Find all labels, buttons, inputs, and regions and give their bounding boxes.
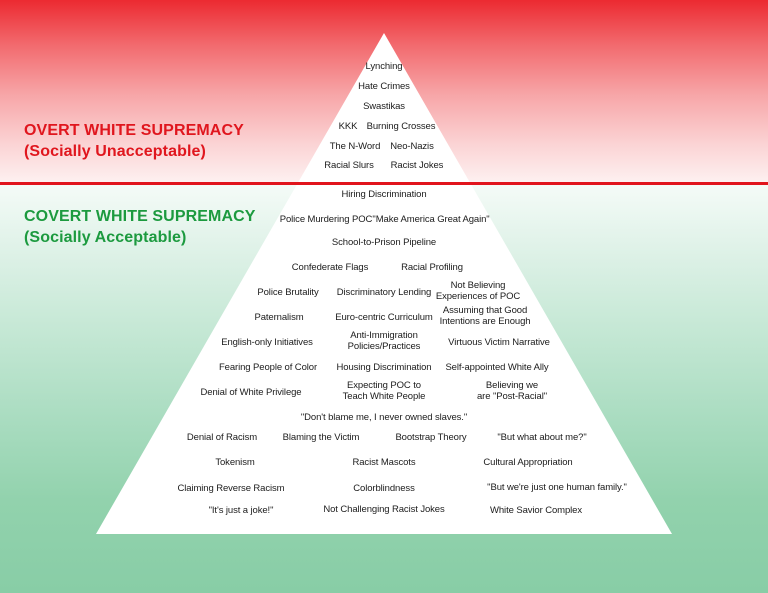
covert-item: Colorblindness — [353, 483, 415, 494]
covert-item: White Savior Complex — [490, 505, 582, 516]
covert-item: School-to-Prison Pipeline — [331, 237, 437, 248]
covert-item: English-only Initiatives — [221, 337, 313, 348]
covert-heading: COVERT WHITE SUPREMACY (Socially Accepta… — [24, 206, 256, 248]
covert-subtitle: (Socially Acceptable) — [24, 229, 187, 246]
overt-heading: OVERT WHITE SUPREMACY (Socially Unaccept… — [24, 120, 244, 162]
covert-item: Euro-centric Curriculum — [335, 312, 433, 323]
covert-item: "Don't blame me, I never owned slaves." — [300, 412, 468, 423]
overt-item: Racist Jokes — [390, 160, 444, 171]
overt-item: Lynching — [365, 61, 403, 72]
overt-item: The N-Word — [329, 141, 381, 152]
covert-item: Racial Profiling — [401, 262, 463, 273]
covert-item: Hiring Discrimination — [341, 189, 427, 200]
covert-item: Claiming Reverse Racism — [177, 483, 285, 494]
covert-item: "Make America Great Again" — [372, 214, 490, 225]
covert-item: Bootstrap Theory — [395, 432, 467, 443]
covert-item: Denial of White Privilege — [200, 387, 302, 398]
overt-item: Neo-Nazis — [390, 141, 434, 152]
overt-item: KKK — [338, 121, 358, 132]
covert-item: "But we're just one human family." — [487, 482, 627, 493]
covert-item: Paternalism — [254, 312, 304, 323]
overt-title: OVERT WHITE SUPREMACY — [24, 122, 244, 139]
pyramid-triangle — [96, 33, 672, 534]
covert-item: Racist Mascots — [352, 457, 416, 468]
covert-item: Denial of Racism — [186, 432, 258, 443]
covert-item: Discriminatory Lending — [336, 287, 432, 298]
covert-title: COVERT WHITE SUPREMACY — [24, 208, 256, 225]
overt-item: Swastikas — [363, 101, 405, 112]
covert-item: Police Murdering POC — [279, 214, 373, 225]
covert-item: Blaming the Victim — [282, 432, 360, 443]
covert-item: Tokenism — [215, 457, 255, 468]
covert-item: "But what about me?" — [497, 432, 587, 443]
covert-item: Virtuous Victim Narrative — [448, 337, 550, 348]
covert-item: Fearing People of Color — [218, 362, 318, 373]
overt-item: Burning Crosses — [366, 121, 436, 132]
covert-item: Cultural Appropriation — [483, 457, 573, 468]
covert-item: Not Challenging Racist Jokes — [323, 504, 445, 515]
overt-item: Racial Slurs — [324, 160, 374, 171]
covert-item: Self-appointed White Ally — [445, 362, 549, 373]
covert-item: Confederate Flags — [291, 262, 369, 273]
covert-item: "It's just a joke!" — [208, 505, 274, 516]
overt-subtitle: (Socially Unacceptable) — [24, 143, 206, 160]
covert-item: Housing Discrimination — [336, 362, 432, 373]
covert-item: Police Brutality — [257, 287, 319, 298]
overt-item: Hate Crimes — [358, 81, 410, 92]
